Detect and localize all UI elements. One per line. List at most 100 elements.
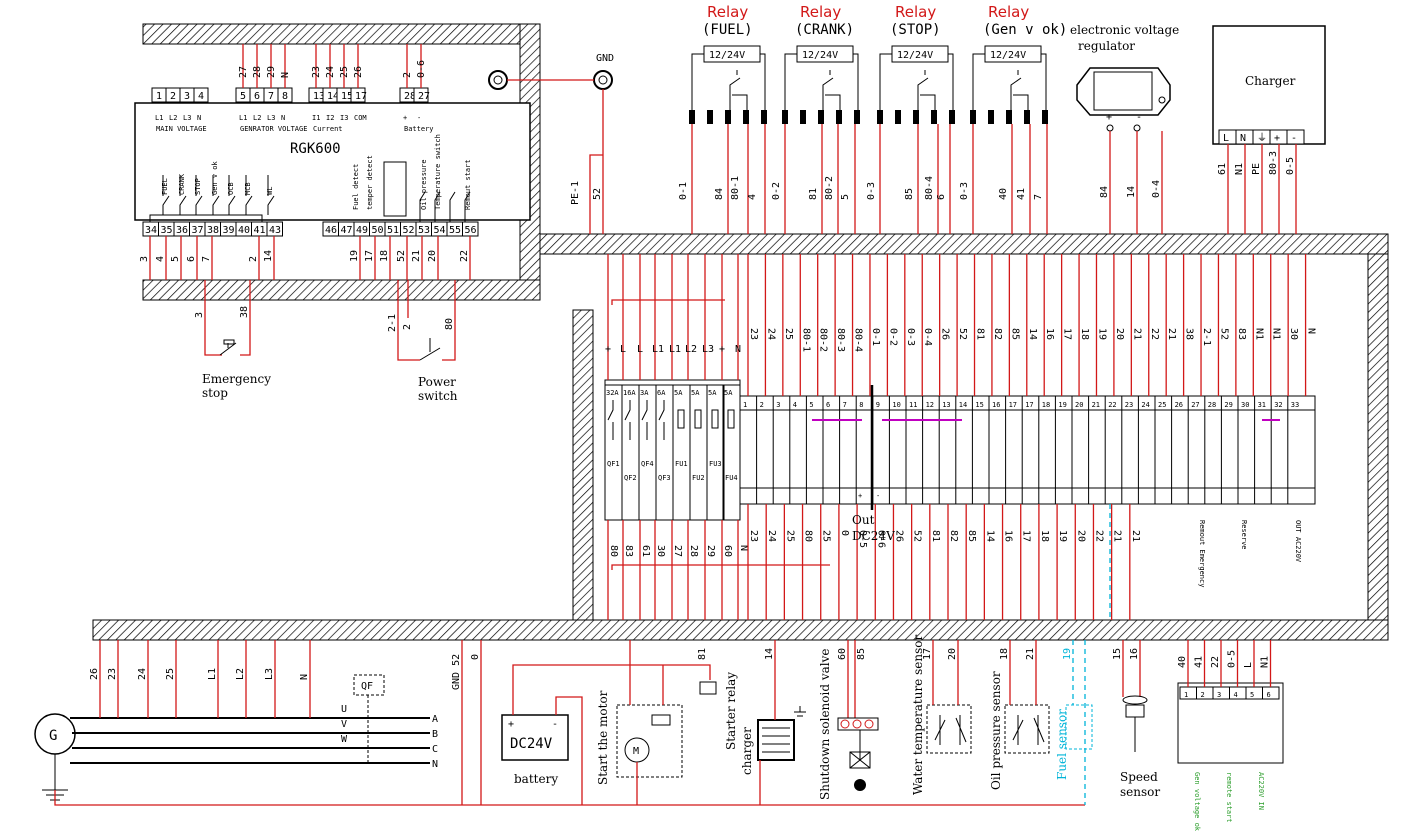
pin-label: I1 (312, 114, 320, 122)
wire-number: 19 (1057, 530, 1068, 542)
svg-text:81: 81 (697, 648, 708, 660)
wire-number: 84 (714, 188, 725, 200)
terminal-number: 12 (926, 401, 934, 409)
svg-text:38: 38 (239, 306, 250, 318)
gnd-wire-52: 52 (592, 188, 603, 200)
wire-number: L (1243, 662, 1254, 668)
terminal-number: 11 (909, 401, 917, 409)
controller-model: RGK600 (290, 141, 341, 157)
terminal-number: 6 (826, 401, 830, 409)
wire-number: 40 (998, 188, 1009, 200)
gnd-connection: GND PE-1 52 (488, 53, 614, 234)
speed-sensor-icon (1125, 704, 1145, 718)
wire-number: 0-3 (959, 182, 970, 200)
pin-number: 28 (404, 91, 416, 102)
output-label: AC220V IN (1257, 772, 1265, 810)
wire-number: 26 (89, 668, 100, 680)
function-label: Fuel detect (352, 164, 360, 210)
regulator-label-1: electronic voltage (1070, 23, 1179, 37)
tray-controller-bottom (142, 279, 541, 301)
wire-number: 7 (201, 256, 212, 262)
water-temp-icon (926, 704, 972, 754)
wire-number: L2 (235, 668, 246, 680)
pin-label: + (403, 114, 407, 122)
wire-number: 28 (252, 66, 263, 78)
output-label: remote start (1225, 772, 1233, 823)
wire-number: 22 (1149, 328, 1160, 340)
pin-number: 53 (418, 225, 430, 236)
pin-number: 50 (372, 225, 384, 236)
wire-number: 26 (940, 328, 951, 340)
relay-title: Relay (895, 3, 936, 21)
relay-pin (836, 110, 842, 124)
contact-symbol (267, 175, 275, 215)
wire-number: 85 (904, 188, 915, 200)
terminal-number: 8 (859, 401, 863, 409)
wire-number: 28 (688, 545, 699, 557)
breaker-name: QF2 (624, 474, 637, 482)
power-switch: 2-1 2 80 Power switch (387, 300, 458, 403)
wire-number: 60 (722, 545, 733, 557)
terminal-number: 7 (843, 401, 847, 409)
terminal-number: 32 (1274, 401, 1282, 409)
terminal-number: 13 (942, 401, 950, 409)
svg-text:Speed: Speed (1120, 770, 1158, 784)
wire-number: 5 (170, 256, 181, 262)
battery: DC24V + - battery (501, 664, 630, 805)
terminal-number: 26 (1175, 401, 1183, 409)
relay-contact (822, 70, 841, 110)
terminal-number: 19 (1058, 401, 1066, 409)
terminal-group-label: OUT AC220V (1294, 520, 1302, 563)
wire-number: 0-2 (771, 182, 782, 200)
relay-pin (949, 110, 955, 124)
pin-label: N (281, 114, 285, 122)
wire-number: 83 (1236, 328, 1247, 340)
function-label: STOP (194, 178, 202, 195)
gnd-wire-pe1: PE-1 (570, 181, 581, 205)
charger-label: Charger (1245, 74, 1296, 88)
pin-label: - (417, 114, 421, 122)
pin-number: 54 (434, 225, 446, 236)
relay-pin (707, 110, 713, 124)
terminal-number: 10 (892, 401, 900, 409)
relay-coil-label: 12/24V (709, 50, 745, 61)
relay-name: (STOP) (890, 22, 941, 38)
svg-text:3: 3 (194, 312, 205, 318)
out-pin (1262, 686, 1280, 700)
pin-number: 41 (254, 225, 266, 236)
pin-label: N (197, 114, 201, 122)
pin-number: 34 (145, 225, 157, 236)
wire-number: 4 (155, 256, 166, 262)
charger-terminal-label: + (1274, 133, 1280, 144)
breaker-rating: 5A (691, 389, 700, 397)
relay-title: Relay (988, 3, 1029, 21)
wire-number: 2-1 (1201, 328, 1212, 346)
wire-number: 83 (623, 545, 634, 557)
emergency-stop: 3 38 Emergency stop (194, 300, 271, 400)
terminal-number: 23 (1125, 401, 1133, 409)
svg-text:85: 85 (856, 648, 867, 660)
wire-number: 80-3 (1268, 151, 1279, 175)
wire-number: 0-4 (1151, 180, 1162, 198)
pin-number: 39 (223, 225, 235, 236)
wire-number: 0-5 (1285, 157, 1296, 175)
svg-text:V: V (341, 719, 347, 730)
terminal-number: 1 (743, 401, 747, 409)
svg-text:+: + (1106, 112, 1112, 123)
wire-number: 19 (349, 250, 360, 262)
svg-text:80: 80 (444, 318, 455, 330)
breaker-rating: 16A (623, 389, 636, 397)
wire-number: 29 (705, 545, 716, 557)
relay-pin (1024, 110, 1030, 124)
wire-number: 0-1 (870, 328, 881, 346)
common-line (149, 214, 263, 222)
svg-text:-: - (1136, 112, 1142, 123)
power-switch-label-2: switch (418, 389, 458, 403)
wire-number: 25 (165, 668, 176, 680)
battery-label: battery (514, 772, 558, 786)
pin-number: 14 (327, 91, 339, 102)
